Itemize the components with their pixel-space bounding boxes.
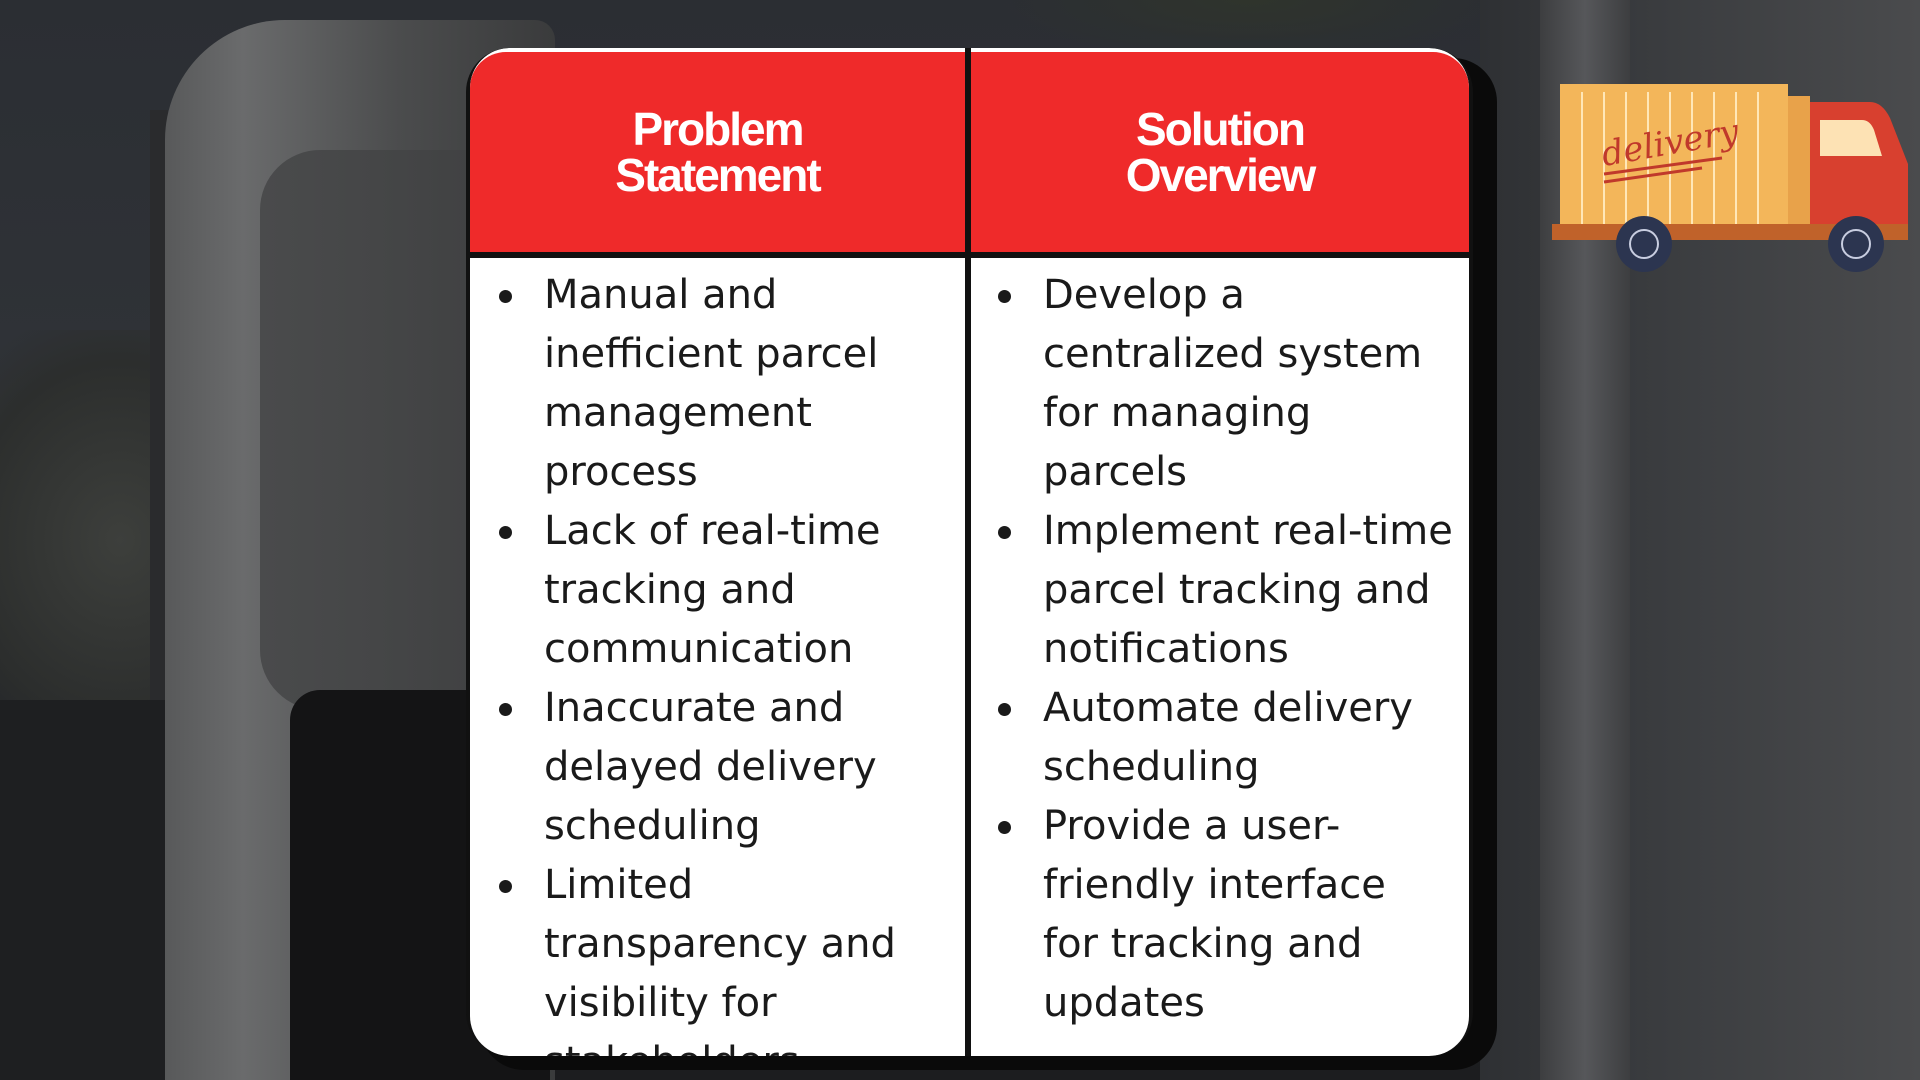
- header-divider: [470, 252, 965, 258]
- truck-wheel-rear: [1616, 216, 1672, 272]
- solution-list: Develop a centralized system for managin…: [971, 266, 1453, 1033]
- header-divider: [971, 252, 1469, 258]
- solution-column: Solution Overview Develop a centralized …: [971, 48, 1469, 1056]
- problem-column: Problem Statement Manual and inefficient…: [470, 48, 965, 1056]
- solution-item: Develop a centralized system for managin…: [998, 266, 1453, 502]
- delivery-truck-icon: delivery: [1552, 84, 1908, 272]
- problem-item: Manual and inefficient parcel management…: [499, 266, 944, 502]
- problem-header: Problem Statement: [470, 52, 965, 252]
- solution-header: Solution Overview: [971, 52, 1469, 252]
- truck-cargo-corner: [1788, 96, 1810, 236]
- background-pole: [150, 110, 168, 710]
- truck-cargo-box: [1560, 84, 1788, 234]
- problem-item: Inaccurate and delayed delivery scheduli…: [499, 679, 944, 856]
- solution-item: Automate delivery scheduling: [998, 679, 1453, 797]
- problem-item: Lack of real-time tracking and communica…: [499, 502, 944, 679]
- problem-header-line-1: Problem: [632, 103, 804, 155]
- solution-header-line-1: Solution: [1136, 103, 1306, 155]
- truck-window: [1820, 120, 1882, 156]
- comparison-table: Problem Statement Manual and inefficient…: [466, 48, 1473, 1056]
- solution-item: Provide a user-friendly interface for tr…: [998, 797, 1453, 1033]
- problem-item: Limited transparency and visibility for …: [499, 856, 944, 1056]
- problem-header-line-2: Statement: [615, 149, 821, 201]
- truck-wheel-front: [1828, 216, 1884, 272]
- solution-header-line-2: Overview: [1125, 149, 1317, 201]
- problem-list: Manual and inefficient parcel management…: [470, 266, 944, 1056]
- solution-item: Implement real-time parcel tracking and …: [998, 502, 1453, 679]
